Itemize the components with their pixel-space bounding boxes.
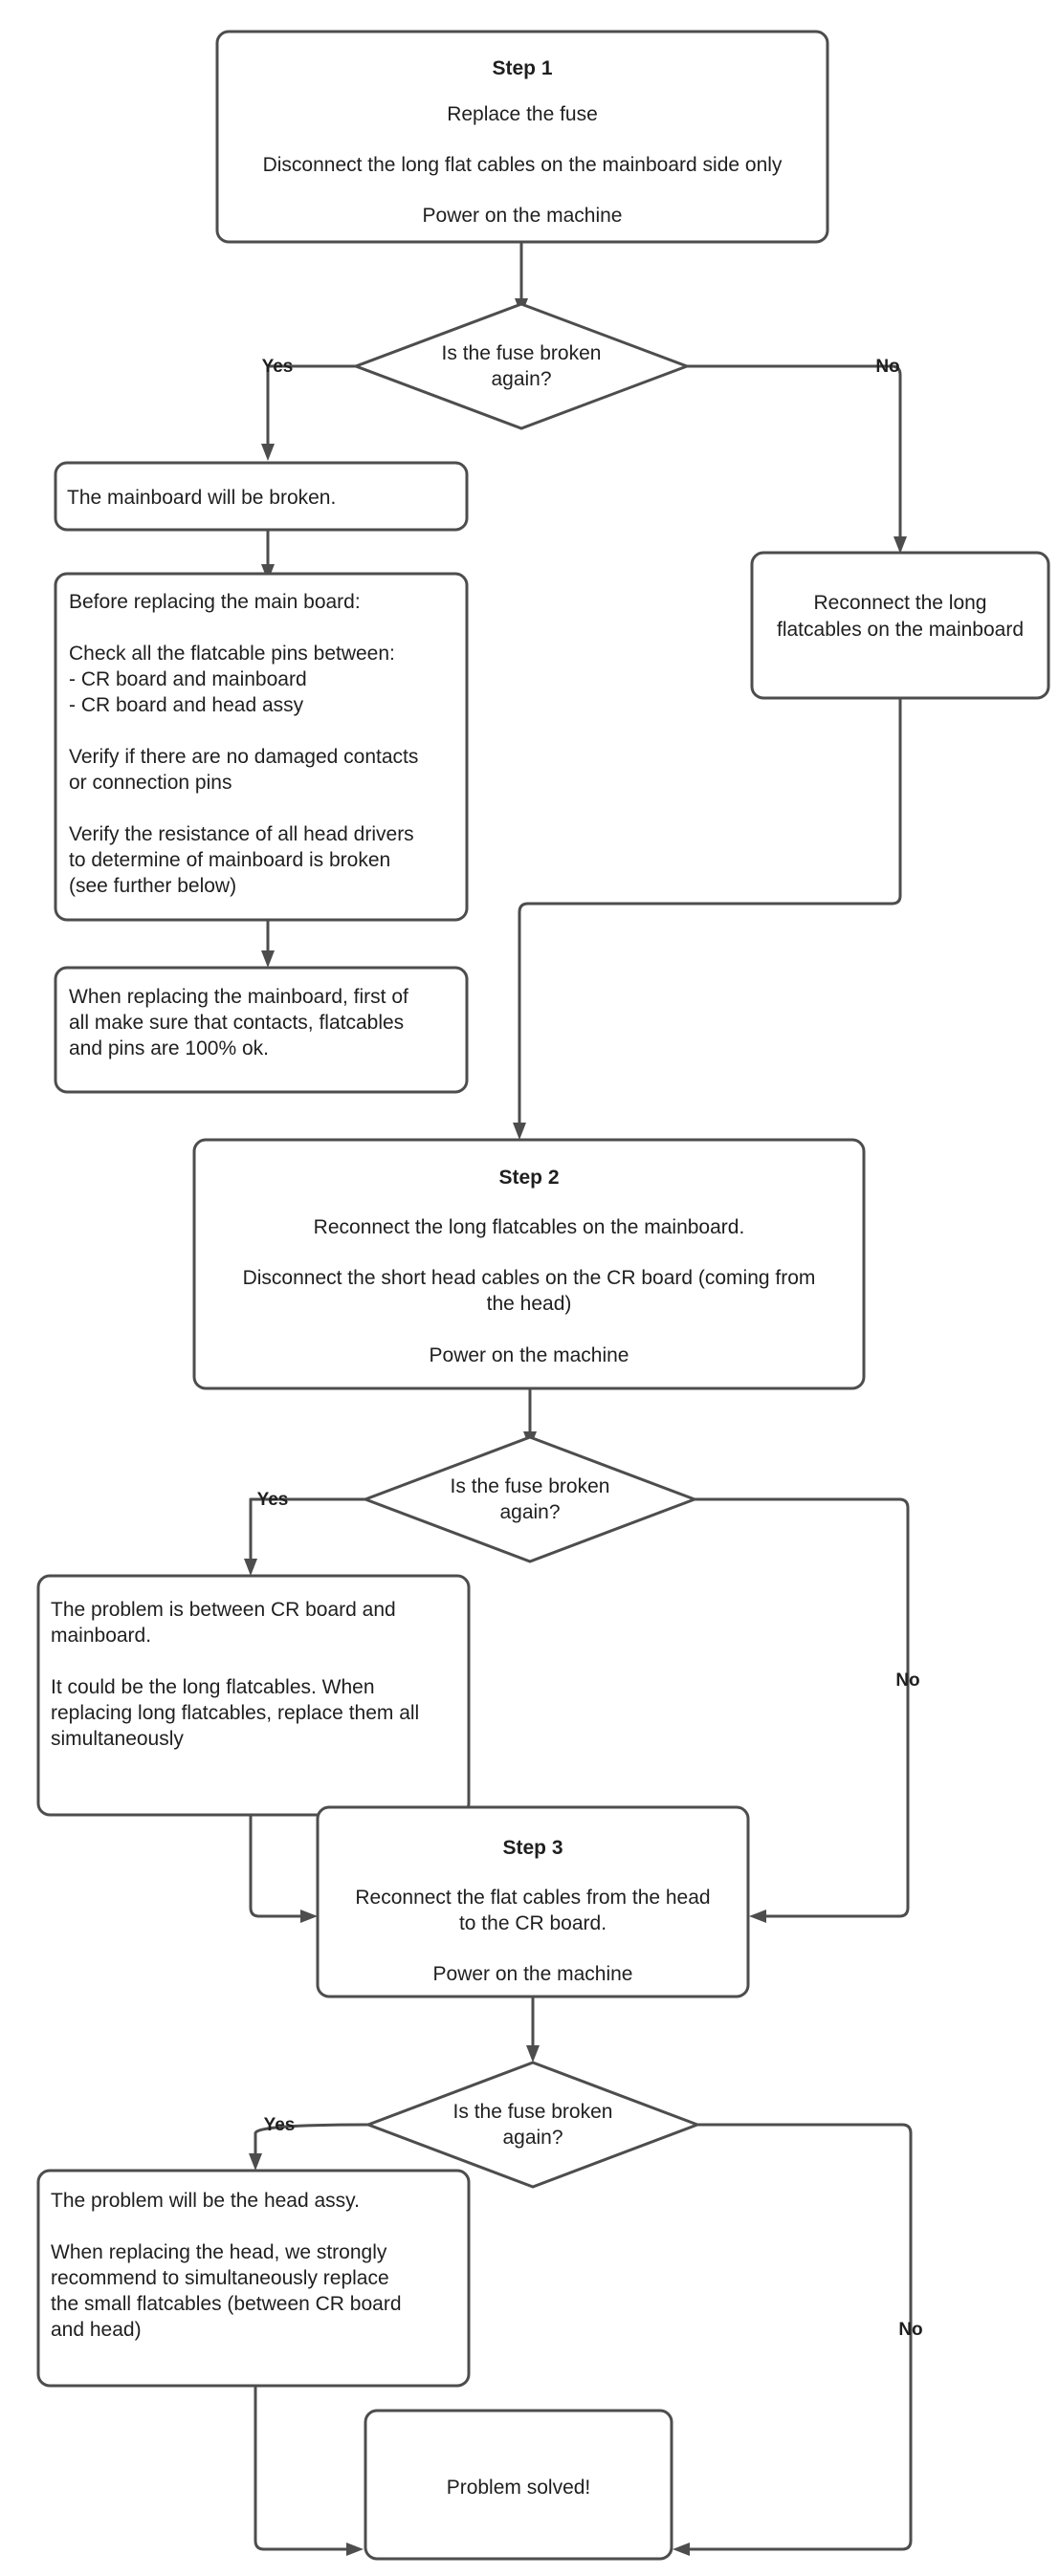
node-head-assy-line1: The problem will be the head assy. [51,2190,360,2212]
node-decision3-line2: again? [502,2127,563,2149]
node-decision3-line1: Is the fuse broken [453,2101,613,2123]
node-when-replacing-line1: When replacing the mainboard, first of [69,986,408,1008]
edge-reconnect-to-step2 [513,698,902,1140]
node-step1-line3: Power on the machine [423,205,623,227]
node-step1-title: Step 1 [492,57,552,79]
node-before-replacing-line5: Verify if there are no damaged contacts [69,746,418,768]
edge-decision3-no [673,2123,913,2556]
edge-problem-between-to-step3 [249,1815,318,1923]
node-before-replacing-line4: - CR board and head assy [69,694,304,716]
node-reconnect-long[interactable]: Reconnect the long flatcables on the mai… [750,551,1050,700]
node-decision3-diamond[interactable] [364,2061,702,2189]
node-before-replacing-line2: Check all the flatcable pins between: [69,643,395,665]
node-step1-box[interactable] [215,30,829,244]
node-when-replacing[interactable]: When replacing the mainboard, first of a… [54,966,469,1094]
node-step2-line3: the head) [487,1293,572,1315]
node-reconnect-long-box[interactable] [750,551,1050,700]
node-problem-between-line4: replacing long flatcables, replace them … [51,1702,419,1724]
edge-label-decision2-yes: Yes [257,1490,289,1510]
node-when-replacing-line2: all make sure that contacts, flatcables [69,1012,404,1034]
node-step2-line2: Disconnect the short head cables on the … [243,1267,816,1289]
node-decision1-diamond[interactable] [351,302,692,430]
edge-decision2-no [695,1497,910,1923]
node-step1-line2: Disconnect the long flat cables on the m… [263,154,783,176]
node-mainboard-broken-line1: The mainboard will be broken. [67,487,336,509]
edge-decision1-no [687,364,907,554]
node-head-assy-line2: When replacing the head, we strongly [51,2241,387,2263]
edge-label-decision1-yes: Yes [262,357,294,377]
edge-before-to-when [261,920,275,968]
edge-decision1-yes [261,364,356,461]
node-step2-title: Step 2 [498,1167,559,1189]
node-step3-box[interactable] [316,1805,750,1998]
edge-label-decision2-no: No [895,1670,919,1691]
node-when-replacing-box[interactable] [54,966,469,1094]
node-head-assy-line3: recommend to simultaneously replace [51,2267,389,2289]
edge-label-decision3-no: No [898,2320,922,2340]
node-head-assy-box[interactable] [36,2169,471,2388]
node-problem-solved-box[interactable] [364,2409,673,2561]
node-problem-between-line3: It could be the long flatcables. When [51,1676,375,1698]
edge-label-decision3-yes: Yes [264,2115,296,2135]
node-problem-between-line2: mainboard. [51,1625,151,1647]
node-step3[interactable]: Step 3 Reconnect the flat cables from th… [316,1805,750,1998]
node-step3-title: Step 3 [502,1837,563,1859]
node-head-assy-line4: the small flatcables (between CR board [51,2293,402,2315]
node-problem-solved-line1: Problem solved! [447,2477,591,2499]
node-decision3[interactable]: Is the fuse broken again? [364,2061,702,2189]
node-step3-line1: Reconnect the flat cables from the head [355,1887,710,1909]
node-step3-line3: Power on the machine [433,1963,633,1985]
node-step2-line4: Power on the machine [430,1344,629,1366]
node-before-replacing-line9: (see further below) [69,875,236,897]
node-before-replacing[interactable]: Before replacing the main board: Check a… [54,572,469,922]
node-decision1[interactable]: Is the fuse broken again? [351,302,692,430]
node-head-assy[interactable]: The problem will be the head assy. When … [36,2169,471,2388]
edge-decision3-yes [249,2123,369,2171]
node-decision2-line1: Is the fuse broken [451,1475,610,1497]
node-problem-between-line1: The problem is between CR board and [51,1599,396,1621]
node-decision2[interactable]: Is the fuse broken again? [361,1435,699,1563]
node-reconnect-long-line1: Reconnect the long [814,592,987,614]
edge-decision2-yes [244,1497,365,1576]
node-step2[interactable]: Step 2 Reconnect the long flatcables on … [192,1138,866,1390]
node-problem-between[interactable]: The problem is between CR board and main… [36,1574,471,1817]
node-when-replacing-line3: and pins are 100% ok. [69,1037,269,1059]
node-decision2-diamond[interactable] [361,1435,699,1563]
node-before-replacing-line6: or connection pins [69,772,232,794]
node-step1-line1: Replace the fuse [447,103,598,125]
node-reconnect-long-line2: flatcables on the mainboard [777,619,1024,641]
node-head-assy-line5: and head) [51,2319,142,2341]
edge-label-decision1-no: No [875,357,899,377]
edge-head-assy-to-solved [254,2386,364,2556]
node-problem-between-line5: simultaneously [51,1728,184,1750]
node-step2-box[interactable] [192,1138,866,1390]
node-step2-line1: Reconnect the long flatcables on the mai… [314,1216,745,1238]
node-before-replacing-box[interactable] [54,572,469,922]
node-before-replacing-line3: - CR board and mainboard [69,668,307,690]
node-step1[interactable]: Step 1 Replace the fuse Disconnect the l… [215,30,829,244]
node-before-replacing-line1: Before replacing the main board: [69,591,361,613]
node-step3-line2: to the CR board. [459,1912,607,1934]
node-decision1-line1: Is the fuse broken [442,342,602,364]
node-before-replacing-line7: Verify the resistance of all head driver… [69,823,414,845]
node-decision2-line2: again? [499,1501,560,1523]
node-before-replacing-line8: to determine of mainboard is broken [69,849,390,871]
node-mainboard-broken-box[interactable] [54,461,469,532]
node-mainboard-broken[interactable]: The mainboard will be broken. [54,461,469,532]
node-problem-between-box[interactable] [36,1574,471,1817]
edge-step3-to-decision3 [526,1997,540,2063]
node-problem-solved[interactable]: Problem solved! [364,2409,673,2561]
node-decision1-line2: again? [491,368,551,390]
